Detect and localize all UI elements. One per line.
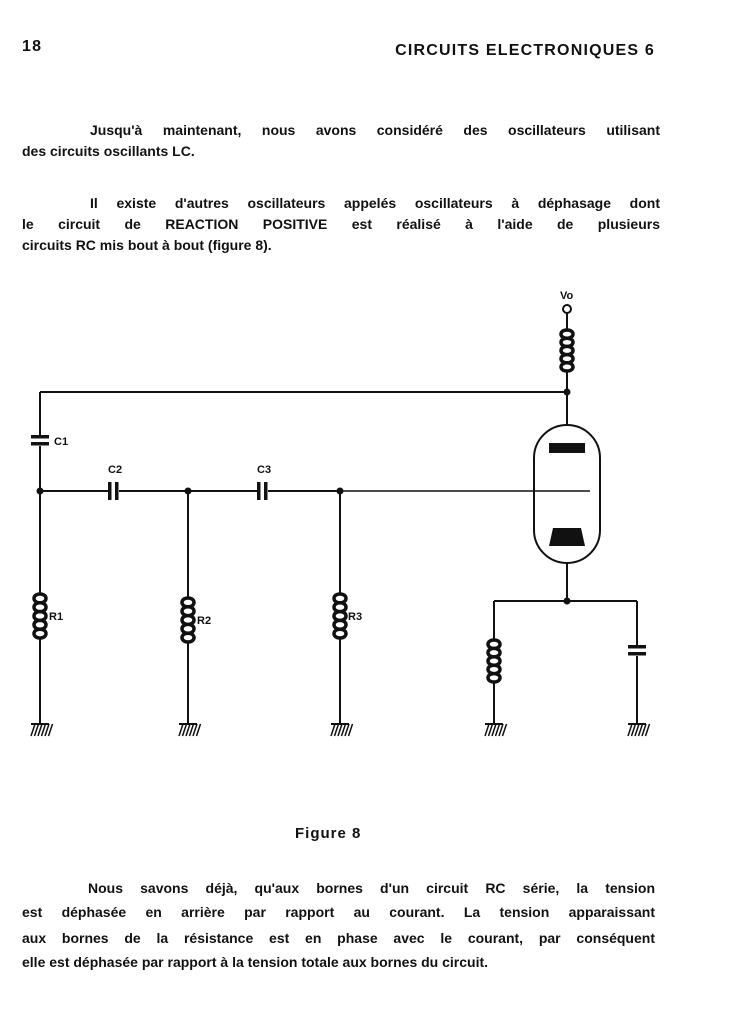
ground-hatch [484, 723, 490, 737]
ground-hatch [501, 723, 508, 737]
label-r2: R2 [197, 615, 211, 627]
ground-hatch [195, 723, 202, 737]
ground-hatch [487, 723, 494, 737]
resistor-symbol [180, 596, 189, 644]
label-r1: R1 [49, 611, 63, 623]
label-vo: Vo [560, 290, 574, 302]
ground-hatch [181, 723, 188, 737]
resistor-symbol [566, 328, 575, 373]
ground-hatch [330, 723, 336, 737]
resistor-symbol [39, 592, 48, 640]
ground-hatch [44, 723, 50, 737]
paragraph-line: des circuits oscillants LC. [22, 143, 195, 159]
ground-hatch [498, 723, 504, 737]
capacitor-plate [31, 435, 49, 439]
ground-hatch [630, 723, 637, 737]
ground-hatch [33, 723, 40, 737]
paragraph-line: est déphasée en arrière par rapport au c… [22, 904, 655, 920]
ground-hatch [627, 723, 633, 737]
paragraph-line: le circuit de REACTION POSITIVE est réal… [22, 216, 660, 232]
ground-hatch [340, 723, 347, 737]
running-title: CIRCUITS ELECTRONIQUES 6 [395, 42, 655, 59]
ground-hatch [37, 723, 43, 737]
label-r3: R3 [348, 611, 362, 623]
junction-dot [563, 388, 571, 396]
ground-hatch [188, 723, 195, 737]
capacitor-plate [115, 482, 119, 500]
ground-hatch [30, 723, 36, 737]
resistor-symbol [559, 328, 568, 373]
capacitor-plate [628, 652, 646, 656]
paragraph-line: Nous savons déjà, qu'aux bornes d'un cir… [88, 880, 655, 896]
tube-cathode [549, 528, 585, 546]
ground-hatch [192, 723, 198, 737]
capacitor-plate [108, 482, 112, 500]
ground-hatch [491, 723, 497, 737]
ground-hatch [637, 723, 644, 737]
paragraph-line: circuits RC mis bout à bout (figure 8). [22, 237, 272, 253]
ground-hatch [641, 723, 647, 737]
paragraph-line: Jusqu'à maintenant, nous avons considéré… [90, 122, 660, 138]
paragraph-line: aux bornes de la résistance est en phase… [22, 930, 655, 946]
rc-phase-shift-oscillator-diagram: Vo C1 C2 C3 R1 R2 R3 [30, 290, 651, 737]
ground-hatch [47, 723, 54, 737]
ground-hatch [344, 723, 350, 737]
resistor-symbol [187, 596, 196, 644]
label-c1: C1 [54, 436, 68, 448]
resistor-symbol [493, 638, 502, 684]
ground-hatch [178, 723, 184, 737]
vo-terminal [562, 304, 572, 314]
capacitor-plate [628, 645, 646, 649]
ground-hatch [494, 723, 501, 737]
resistor-symbol [486, 638, 495, 684]
capacitor-plate [257, 482, 261, 500]
label-c3: C3 [257, 464, 271, 476]
label-c2: C2 [108, 464, 122, 476]
ground-hatch [347, 723, 354, 737]
capacitor-plate [31, 442, 49, 446]
ground-hatch [337, 723, 343, 737]
figure-caption: Figure 8 [295, 825, 362, 842]
ground-hatch [185, 723, 191, 737]
ground-hatch [644, 723, 651, 737]
ground-hatch [333, 723, 340, 737]
capacitor-plate [264, 482, 268, 500]
paragraph-line: Il existe d'autres oscillateurs appelés … [90, 195, 660, 211]
ground-hatch [634, 723, 640, 737]
resistor-symbol [339, 592, 348, 640]
tube-anode [549, 443, 585, 453]
ground-hatch [40, 723, 47, 737]
resistor-symbol [32, 592, 41, 640]
page-number: 18 [22, 38, 43, 55]
resistor-symbol [332, 592, 341, 640]
paragraph-line: elle est déphasée par rapport à la tensi… [22, 954, 489, 970]
